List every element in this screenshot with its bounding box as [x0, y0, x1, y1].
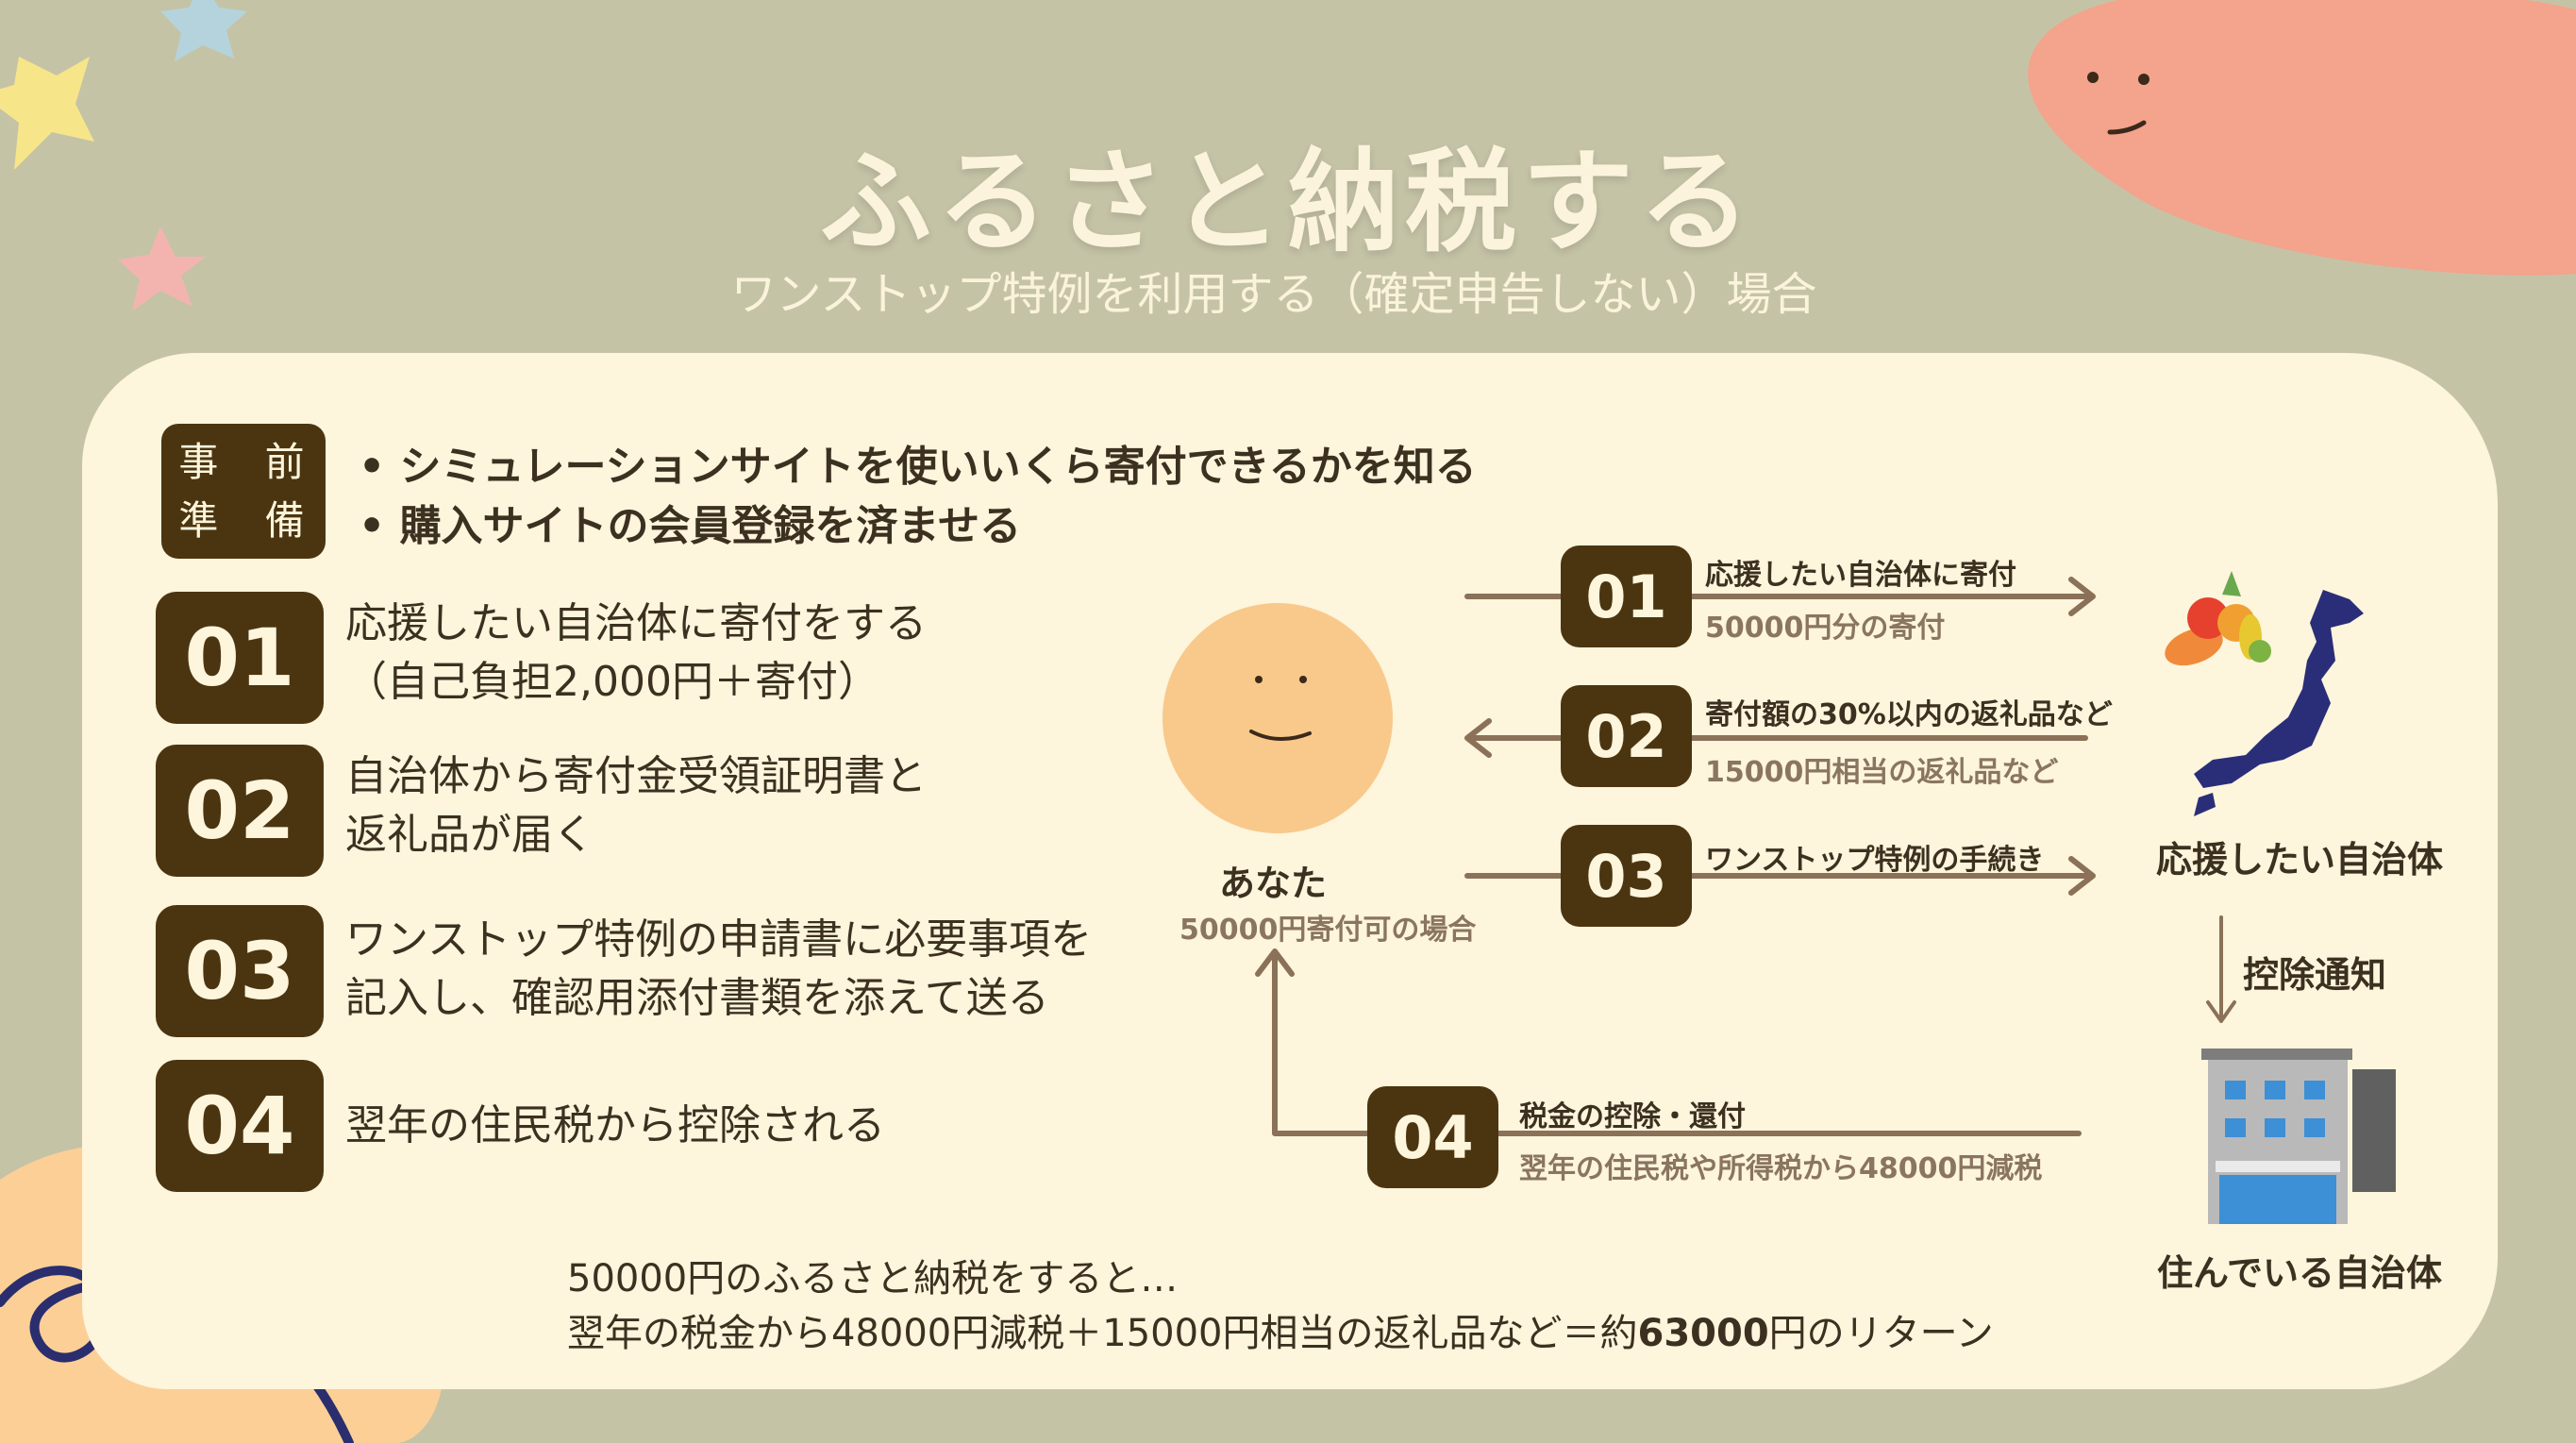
resident-municipality-label: 住んでいる自治体: [2156, 1252, 2443, 1294]
preparation-label: 事 前 準 備: [161, 424, 326, 559]
flow-sublabel-01: 50000円分の寄付: [1705, 612, 1946, 645]
deduction-notice-label: 控除通知: [2243, 954, 2387, 996]
flow-sublabel-02: 15000円相当の返礼品など: [1705, 756, 2059, 789]
pink-star-icon: [118, 227, 206, 311]
arrowhead-left: [1464, 718, 1492, 758]
face-mouth: [1249, 730, 1312, 742]
blob-eye-right: [2138, 74, 2149, 85]
step-line: 返礼品が届く: [345, 811, 594, 859]
page-subtitle: ワンストップ特例を利用する（確定申告しない）場合: [730, 268, 1817, 321]
flow-label-01: 応援したい自治体に寄付: [1705, 559, 2016, 592]
arrowhead-right: [2068, 577, 2096, 616]
summary-line1: 50000円のふるさと納税をすると…: [567, 1257, 1179, 1300]
yellow-star-icon: [0, 57, 94, 170]
step-line: 自治体から寄付金受領証明書と: [345, 752, 927, 800]
summary-text: 翌年の税金から48000円減税＋15000円相当の返礼品など＝約: [567, 1312, 1638, 1355]
page-title: ふるさと納税する: [819, 137, 1756, 267]
step-number-01: 01: [156, 592, 324, 724]
japan-map-icon: [2194, 590, 2364, 816]
flow-label-03: ワンストップ特例の手続き: [1705, 844, 2045, 877]
step-text-04: 翌年の住民税から控除される: [345, 1101, 885, 1149]
blob-eye-left: [2087, 72, 2099, 83]
summary-line2: 翌年の税金から48000円減税＋15000円相当の返礼品など＝約63000円のリ…: [567, 1302, 1994, 1357]
step-number-02: 02: [156, 745, 324, 877]
flow-line-04: [1272, 952, 2082, 1136]
arrowhead-down: [2206, 1000, 2236, 1023]
preparation-bullet: • シミュレーションサイトを使いいくら寄付できるかを知る: [359, 443, 1477, 491]
you-face: [1163, 603, 1393, 833]
step-number-03: 03: [156, 905, 324, 1037]
flow-sublabel-04: 翌年の住民税や所得税から48000円減税: [1519, 1152, 2043, 1185]
step-text-02: 自治体から寄付金受領証明書と返礼品が届く: [345, 747, 927, 864]
summary-amount: 63000: [1637, 1312, 1769, 1355]
summary-text: 円のリターン: [1768, 1312, 1994, 1355]
blob-mouth: [2107, 120, 2147, 135]
flow-number-01: 01: [1561, 545, 1692, 647]
support-municipality-label: 応援したい自治体: [2155, 839, 2443, 881]
content-card: [82, 353, 2498, 1389]
flow-number-02: 02: [1561, 685, 1692, 787]
arrowhead-right: [2068, 856, 2096, 896]
vegetables-icon: [2165, 571, 2271, 666]
flow-number-03: 03: [1561, 825, 1692, 927]
you-label: あなた: [1218, 863, 1327, 904]
step-line: 記入し、確認用添付書類を添えて送る: [345, 974, 1049, 1022]
flow-label-04: 税金の控除・還付: [1519, 1100, 1746, 1133]
preparation-label-line1: 事 前: [178, 439, 322, 485]
arrowhead-up: [1255, 948, 1295, 977]
flow-label-02: 寄付額の30%以内の返礼品など: [1705, 698, 2113, 731]
step-line: 応援したい自治体に寄付をする: [345, 599, 927, 647]
step-line: （自己負担2,000円＋寄付）: [345, 658, 879, 706]
step-number-04: 04: [156, 1060, 324, 1192]
building-icon: [2201, 1049, 2396, 1224]
you-sublabel: 50000円寄付可の場合: [1179, 914, 1477, 947]
preparation-label-line2: 準 備: [178, 497, 322, 544]
pink-blob: [2028, 0, 2576, 276]
flow-number-04: 04: [1367, 1086, 1498, 1188]
step-text-01: 応援したい自治体に寄付をする （自己負担2,000円＋寄付）: [345, 595, 927, 712]
preparation-bullet: • 購入サイトの会員登録を済ませる: [359, 502, 1022, 550]
face-eye: [1255, 676, 1263, 683]
step-text-03: ワンストップ特例の申請書に必要事項を記入し、確認用添付書類を添えて送る: [345, 911, 1092, 1028]
step-line: ワンストップ特例の申請書に必要事項を: [345, 915, 1093, 964]
face-eye: [1299, 676, 1307, 683]
blue-star-icon: [160, 0, 247, 61]
